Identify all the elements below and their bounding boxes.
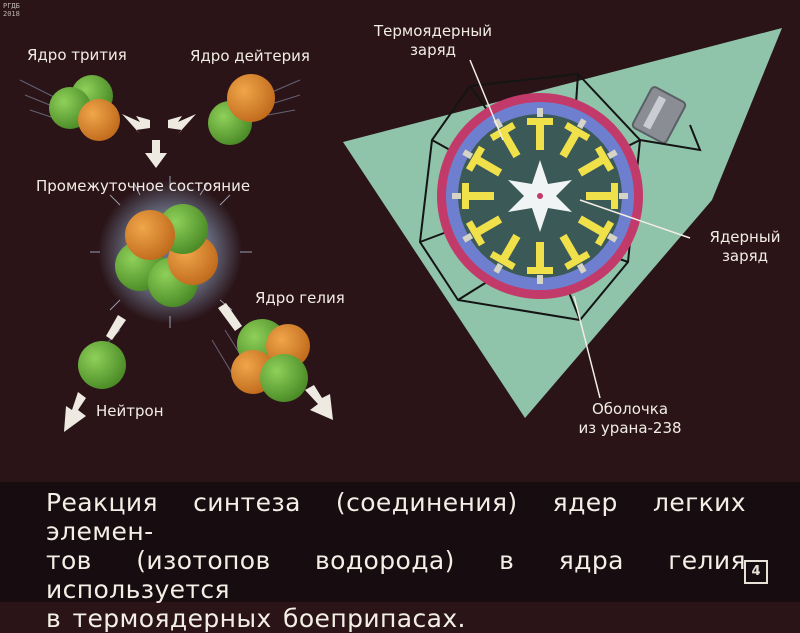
arrow-to-neutron-icon [106, 315, 126, 340]
label-neutron: Нейтрон [96, 402, 164, 420]
label-intermediate: Промежуточное состояние [36, 177, 251, 195]
explosive-lens [462, 215, 503, 247]
arrow-deuterium-icon [168, 114, 196, 134]
frame-number-badge: 4 [744, 560, 768, 584]
core-center [537, 193, 543, 199]
explosive-lens [586, 183, 628, 209]
nuclear-core [508, 160, 572, 232]
explosive-lens [452, 183, 494, 209]
explosive-lens [559, 233, 591, 274]
label-deuterium: Ядро дейтерия [190, 47, 310, 65]
detonator-wire [639, 124, 702, 152]
output-arrows [64, 303, 333, 432]
tritium-proton [78, 99, 120, 141]
label-helium: Ядро гелия [255, 289, 345, 307]
leader-lines [469, 59, 691, 399]
free-neutron [78, 341, 126, 389]
explosive-lens [489, 233, 521, 274]
motion-streaks [19, 79, 301, 381]
label-thermonuclear-charge: Термоядерный заряд [374, 22, 492, 59]
caption-band: Реакция синтеза (соединения) ядер легких… [0, 482, 800, 633]
label-uranium-shell: Оболочка из урана-238 [578, 400, 682, 437]
helium-neutron-b [260, 354, 308, 402]
watermark: РГДБ 2018 [3, 2, 20, 18]
neutron-exit-arrow-icon [64, 392, 86, 432]
arrow-down-icon [145, 140, 167, 168]
detonator-device [631, 86, 687, 144]
tritium-nucleus [49, 75, 120, 141]
explosive-lenses [452, 108, 628, 284]
intermediate-proton-b [125, 210, 175, 260]
caption-text: Реакция синтеза (соединения) ядер легких… [46, 488, 746, 633]
diagram-svg [19, 28, 782, 432]
label-nuclear-charge: Ядерный заряд [709, 228, 781, 265]
explosive-lens [577, 145, 618, 177]
explosive-lens [527, 108, 553, 150]
arrow-to-helium-icon [218, 303, 242, 331]
explosive-lens [577, 215, 618, 247]
explosive-lens [462, 145, 503, 177]
deuterium-nucleus [208, 74, 275, 145]
helium-nucleus [231, 319, 310, 402]
explosive-lens [527, 242, 553, 284]
label-tritium: Ядро трития [27, 46, 127, 64]
deuterium-proton [227, 74, 275, 122]
arrow-tritium-icon [122, 114, 150, 134]
explosive-lens [559, 118, 591, 159]
intermediate-state [90, 176, 252, 328]
helium-exit-arrow-icon [305, 385, 333, 420]
glow-rays [90, 176, 252, 328]
merge-arrows [122, 114, 196, 168]
